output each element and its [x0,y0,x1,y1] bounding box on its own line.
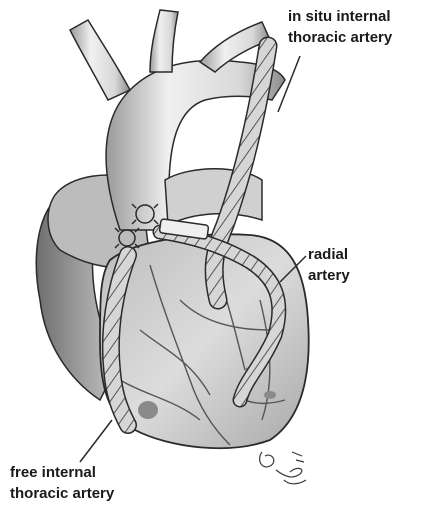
carotid-branch [150,10,178,72]
artist-signature [260,452,306,484]
label-line: thoracic artery [288,27,392,48]
label-line: radial [308,244,350,265]
label-line: free internal [10,462,114,483]
label-free-internal-thoracic-artery: free internal thoracic artery [10,462,114,504]
label-line: thoracic artery [10,483,114,504]
leader-free-ita [80,420,112,462]
label-in-situ-internal-thoracic-artery: in situ internal thoracic artery [288,6,392,48]
label-radial-artery: radial artery [308,244,350,286]
label-line: artery [308,265,350,286]
brachiocephalic-branch [70,20,130,100]
label-line: in situ internal [288,6,392,27]
